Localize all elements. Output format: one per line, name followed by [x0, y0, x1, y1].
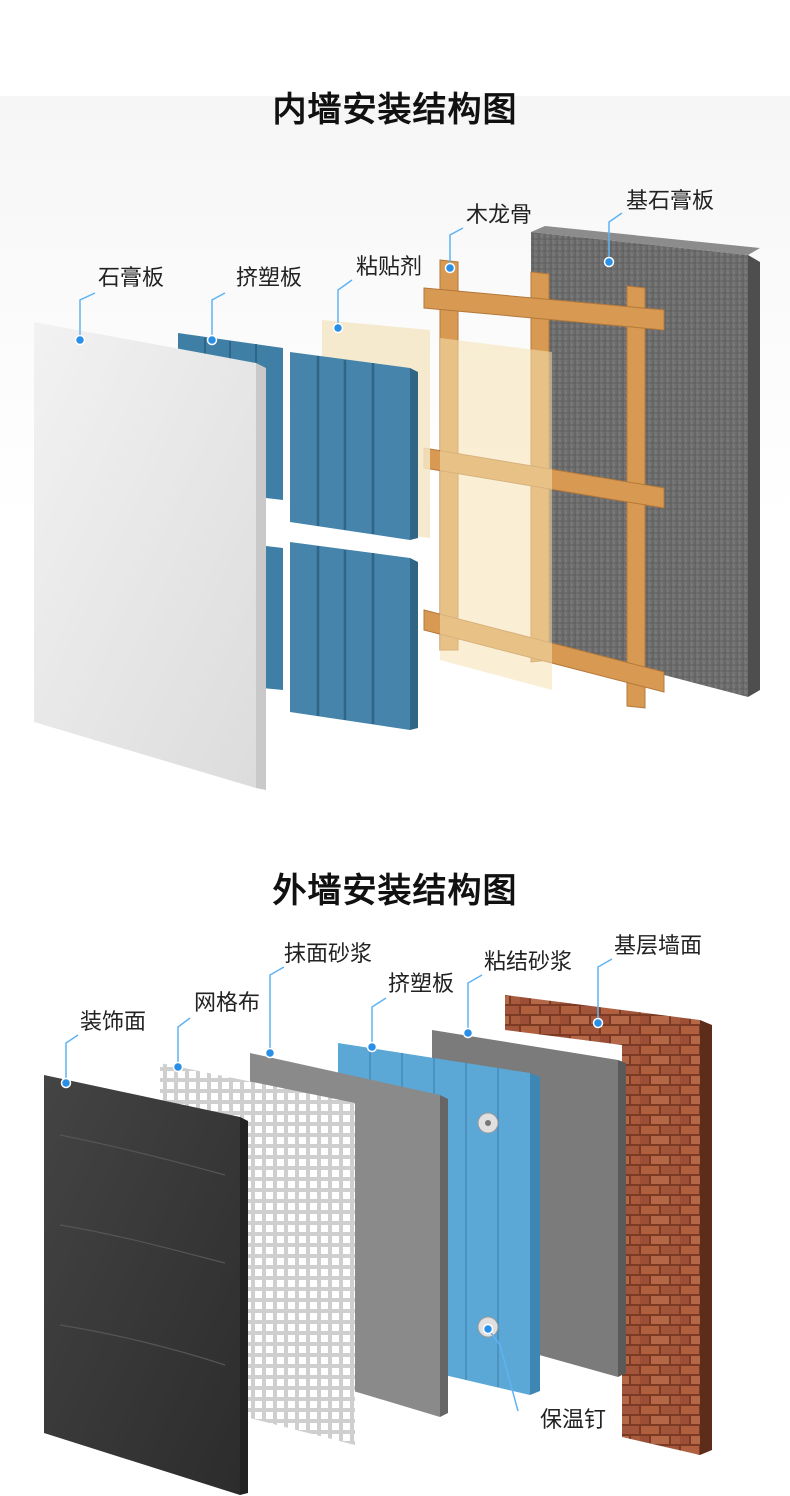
- mesh-cloth-pointer: [172, 1061, 184, 1073]
- inner-wall-title: 内墙安装结构图: [272, 91, 518, 129]
- bonding-mortar-pointer: [462, 1027, 474, 1039]
- outer-xps-board-pointer: [366, 1041, 378, 1053]
- gypsum-board-panel: [34, 322, 266, 790]
- gypsum-board-pointer: [74, 334, 86, 346]
- base-wall-pointer: [592, 1017, 604, 1029]
- wood-keel-label: 木龙骨: [466, 202, 532, 227]
- base-wall-brick-panel: [505, 995, 712, 1455]
- outer-wall-section: 外墙安装结构图: [0, 805, 790, 1496]
- xps-board-label: 挤塑板: [236, 265, 302, 290]
- adhesive-pointer: [332, 322, 344, 334]
- outer-leader-lines: [60, 958, 613, 1412]
- xps-board-pointer: [206, 334, 218, 346]
- wood-keel-pointer: [444, 262, 456, 274]
- inner-wall-section: 内墙安装结构图: [0, 91, 790, 804]
- decorative-face-label: 装饰面: [80, 1009, 146, 1034]
- gypsum-board-label: 石膏板: [98, 265, 164, 290]
- outer-wall-title: 外墙安装结构图: [272, 872, 518, 910]
- base-wall-label: 基层墙面: [614, 933, 702, 958]
- insulation-nail-pointer: [482, 1323, 494, 1335]
- outer-xps-board-label: 挤塑板: [388, 971, 454, 996]
- decorative-face-pointer: [60, 1077, 72, 1089]
- inner-wall-diagram: 石膏板 挤塑板 粘贴剂 木龙骨 基石膏板: [34, 188, 760, 790]
- outer-wall-diagram: 装饰面 网格布 抹面砂浆 挤塑板 粘结砂浆 基层墙面 保温钉: [44, 933, 712, 1495]
- base-gypsum-board-pointer: [603, 256, 615, 268]
- inner-leader-lines: [74, 212, 623, 346]
- bonding-mortar-label: 粘结砂浆: [484, 949, 572, 974]
- mesh-cloth-label: 网格布: [194, 990, 260, 1015]
- plaster-mortar-pointer: [264, 1047, 276, 1059]
- base-gypsum-board-label: 基石膏板: [626, 188, 714, 213]
- decorative-face-panel: [44, 1075, 248, 1495]
- adhesive-label: 粘贴剂: [356, 254, 422, 279]
- insulation-nail-label: 保温钉: [540, 1407, 606, 1432]
- xps-board-right-blocks: [290, 352, 418, 730]
- plaster-mortar-label: 抹面砂浆: [284, 941, 372, 966]
